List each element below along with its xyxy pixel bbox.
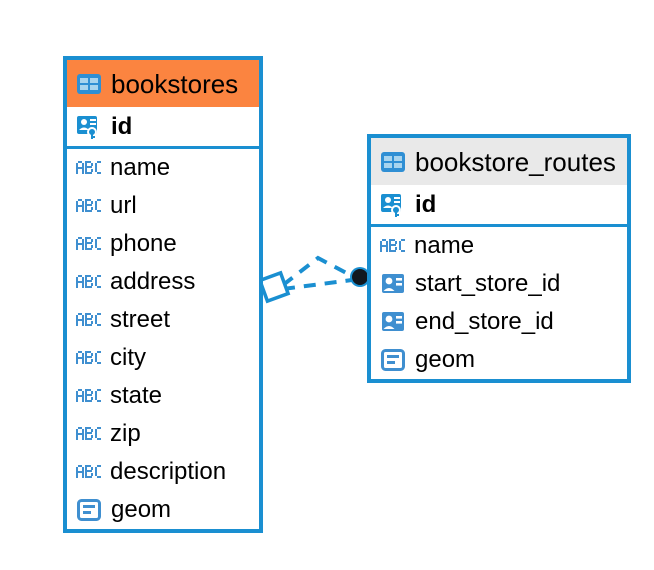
field-row[interactable]: state <box>67 377 259 415</box>
field-label: url <box>110 192 137 219</box>
field-row[interactable]: id <box>67 107 259 149</box>
field-label: geom <box>415 346 476 373</box>
field-label: city <box>110 344 146 371</box>
entity-title: bookstore_routes <box>415 146 616 177</box>
field-row[interactable]: phone <box>67 225 259 263</box>
field-row[interactable]: name <box>67 149 259 187</box>
abc-text-icon <box>76 464 101 481</box>
field-row[interactable]: geom <box>67 491 259 529</box>
abc-text-icon <box>380 238 405 255</box>
field-label: state <box>110 382 163 409</box>
field-label: start_store_id <box>415 270 561 297</box>
field-label: address <box>110 268 196 295</box>
abc-text-icon <box>76 236 101 253</box>
table-icon <box>76 71 102 97</box>
field-label: end_store_id <box>415 308 554 335</box>
geometry-icon <box>76 497 102 523</box>
abc-text-icon <box>76 274 101 291</box>
field-label: phone <box>110 230 177 257</box>
primary-key-icon <box>380 192 406 218</box>
field-label: id <box>111 112 133 140</box>
relationship-line-upper[interactable] <box>281 255 353 287</box>
abc-text-icon <box>76 312 101 329</box>
field-row[interactable]: city <box>67 339 259 377</box>
field-label: name <box>414 232 475 259</box>
geometry-icon <box>380 347 406 373</box>
field-row[interactable]: description <box>67 453 259 491</box>
table-icon <box>380 149 406 175</box>
abc-text-icon <box>76 426 101 443</box>
foreign-key-icon <box>380 309 406 335</box>
foreign-key-icon <box>380 271 406 297</box>
relationship-line-lower[interactable] <box>282 278 353 291</box>
abc-text-icon <box>76 198 101 215</box>
diamond-endpoint[interactable] <box>257 270 291 304</box>
field-row[interactable]: end_store_id <box>371 303 627 341</box>
field-row[interactable]: url <box>67 187 259 225</box>
abc-text-icon <box>76 350 101 367</box>
entity-body-bookstores: id nam <box>67 107 259 529</box>
field-row[interactable]: street <box>67 301 259 339</box>
entity-bookstore-routes[interactable]: bookstore_routes id <box>367 134 631 383</box>
entity-title: bookstores <box>111 68 239 99</box>
field-row[interactable]: start_store_id <box>371 265 627 303</box>
field-label: geom <box>111 496 172 523</box>
field-row[interactable]: id <box>371 185 627 227</box>
field-row[interactable]: zip <box>67 415 259 453</box>
abc-text-icon <box>76 160 101 177</box>
entity-header-bookstore-routes[interactable]: bookstore_routes <box>371 138 627 185</box>
field-row[interactable]: address <box>67 263 259 301</box>
field-row[interactable]: geom <box>371 341 627 379</box>
field-label: name <box>110 154 171 181</box>
field-label: street <box>110 306 171 333</box>
entity-header-bookstores[interactable]: bookstores <box>67 60 259 107</box>
field-row[interactable]: name <box>371 227 627 265</box>
entity-bookstores[interactable]: bookstores id <box>63 56 263 533</box>
field-label: zip <box>110 420 141 447</box>
entity-body-bookstore-routes: id nam <box>371 185 627 379</box>
field-label: id <box>415 190 437 218</box>
primary-key-icon <box>76 114 102 140</box>
field-label: description <box>110 458 227 485</box>
abc-text-icon <box>76 388 101 405</box>
